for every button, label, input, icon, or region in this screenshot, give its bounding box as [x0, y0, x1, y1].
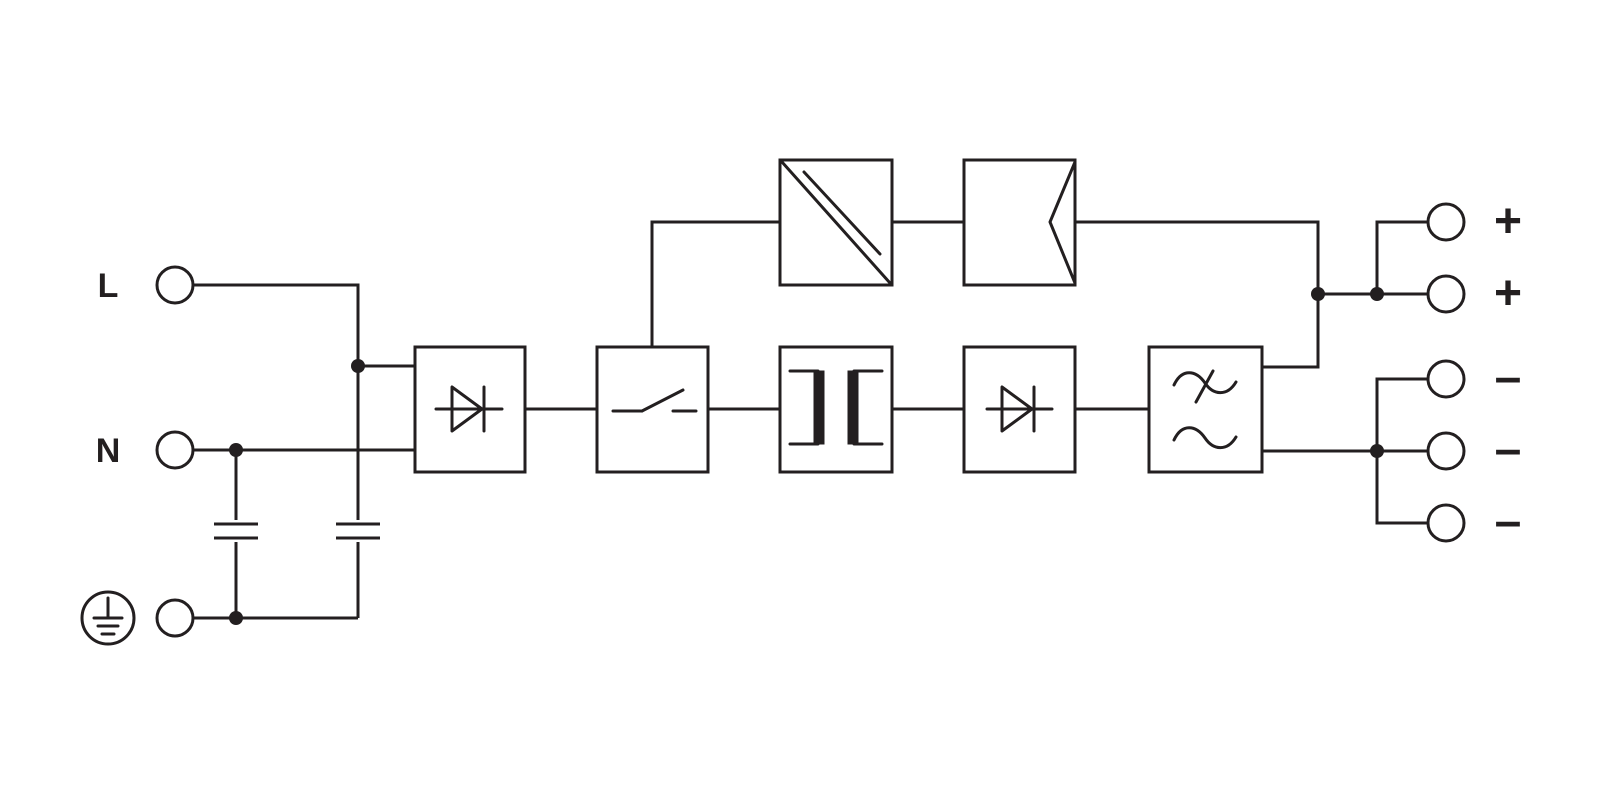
switch-icon [611, 388, 698, 413]
rectifier-diode-icon [985, 385, 1054, 433]
terminal-n [155, 430, 195, 470]
filter-icon [1172, 369, 1238, 450]
oring-block [962, 158, 1077, 287]
terminal-l [155, 265, 195, 305]
label-plus-2: + [1494, 267, 1522, 320]
junction-dot [1370, 444, 1384, 458]
junction-dot [229, 443, 243, 457]
rectifier-block [413, 345, 527, 474]
junction-dot [1311, 287, 1325, 301]
junction-dot [1370, 287, 1384, 301]
label-minus-3: – [1495, 495, 1522, 548]
label-n: N [96, 432, 121, 470]
terminal-minus-2 [1426, 431, 1466, 471]
transformer-block [778, 345, 894, 474]
oring-output-icon [1048, 160, 1077, 285]
transformer-icon [788, 369, 884, 446]
input-wiring [188, 283, 415, 620]
junction-dot [351, 359, 365, 373]
filter-block [1147, 345, 1264, 474]
terminal-minus-3 [1426, 503, 1466, 543]
label-minus-2: – [1495, 423, 1522, 476]
output-rectifier-block [962, 345, 1077, 474]
capacitor-n-pe [214, 520, 258, 542]
terminal-minus-1 [1426, 359, 1466, 399]
junction-dot [229, 611, 243, 625]
label-plus-1: + [1494, 195, 1522, 248]
terminal-plus-2 [1426, 274, 1466, 314]
terminal-pe [155, 598, 195, 638]
label-minus-1: – [1495, 351, 1522, 404]
dc-dc-converter-block [778, 158, 894, 287]
protective-earth-icon [80, 590, 136, 646]
terminal-plus-1 [1426, 202, 1466, 242]
dc-dc-converter-icon [780, 160, 892, 285]
label-l: L [98, 267, 119, 305]
capacitor-l-pe [336, 520, 380, 542]
rectifier-diode-icon [434, 385, 504, 433]
switch-block [595, 345, 710, 474]
